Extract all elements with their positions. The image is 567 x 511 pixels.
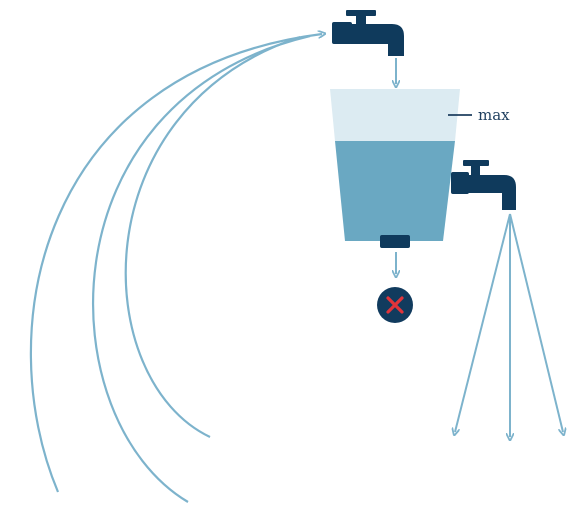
- drain-plug: [380, 235, 410, 248]
- recirculation-arc-outer: [31, 34, 322, 492]
- water-tank: [330, 89, 460, 241]
- recirculation-arcs: [31, 34, 322, 502]
- max-label: max: [478, 106, 510, 124]
- tank-water-region: [335, 141, 455, 241]
- outflow-arrow-right: [510, 214, 563, 432]
- outflow-arrow-left: [455, 214, 510, 432]
- inflow-tap-icon: [332, 10, 404, 56]
- blocked-icon: [377, 287, 413, 323]
- outflow-tap-icon: [451, 160, 516, 210]
- tank-empty-region: [330, 89, 460, 141]
- outflow-arrows: [455, 214, 563, 437]
